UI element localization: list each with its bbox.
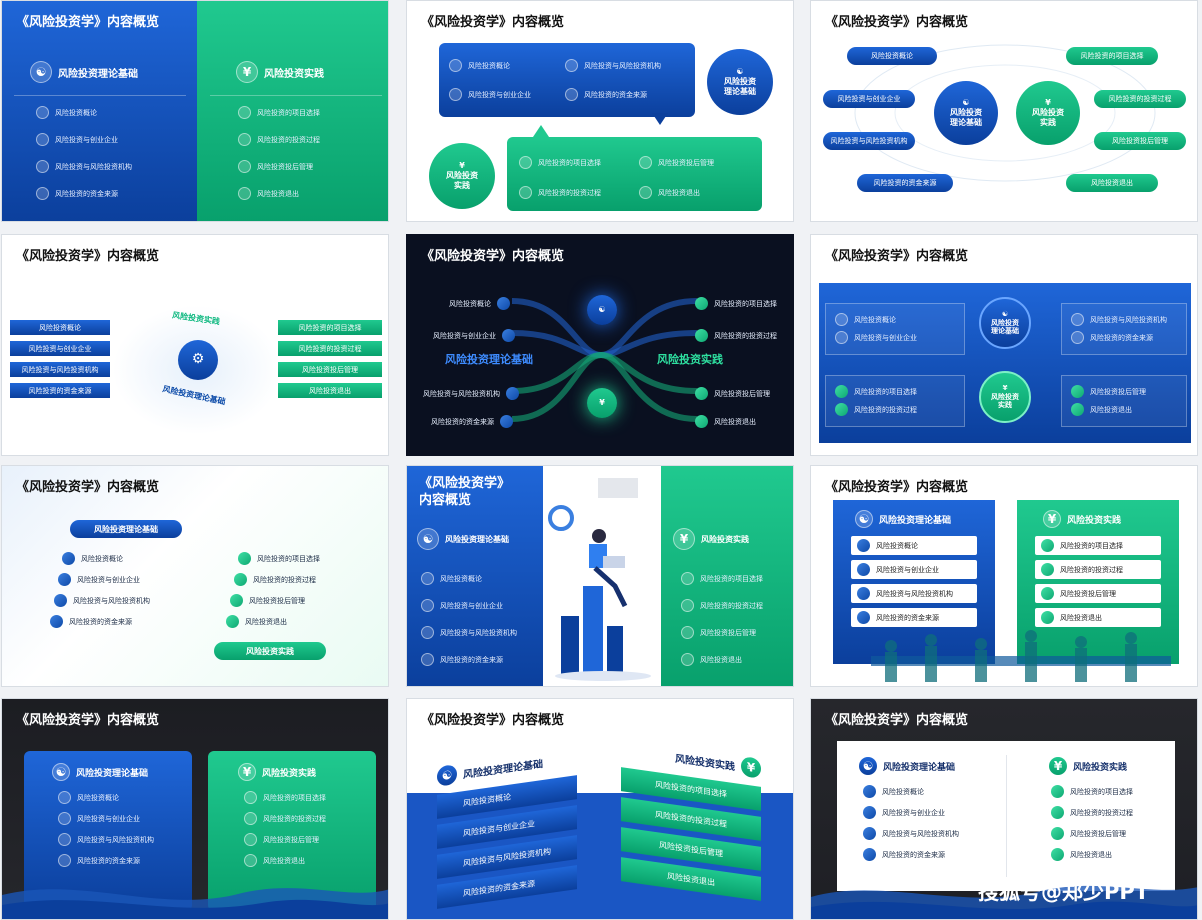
slide-4[interactable]: 《风险投资学》内容概览 ⚙ 风险投资实践 风险投资理论基础 风险投资概论 风险投…	[1, 234, 389, 456]
watermark: 搜狐号@郑少PPT	[978, 880, 1150, 904]
slide-title: 《风险投资学》内容概览	[16, 713, 160, 728]
bank-icon	[36, 160, 49, 173]
document-icon	[449, 59, 462, 72]
process-icon	[519, 186, 532, 199]
slide-5[interactable]: 《风险投资学》内容概览 ☯ ¥ 风险投资理论基础 风险投资实践 风险投资概论 风…	[406, 234, 794, 456]
money-icon: ¥	[236, 61, 258, 83]
document-icon	[36, 106, 49, 119]
list-item: 风险投资的资金来源	[36, 187, 118, 200]
list-item: 风险投资投后管理	[238, 160, 313, 173]
money-icon	[565, 88, 578, 101]
slide-3[interactable]: 《风险投资学》内容概览 ☯风险投资理论基础 ¥风险投资实践 风险投资概论 风险投…	[810, 0, 1198, 222]
list-item: 风险投资的项目选择	[238, 106, 320, 119]
slide-9[interactable]: 《风险投资学》内容概览 ☯风险投资理论基础 ¥风险投资实践 风险投资概论 风险投…	[810, 465, 1198, 687]
slide-title: 《风险投资学》内容概览	[16, 249, 160, 264]
slide-title: 《风险投资学》内容概览	[421, 15, 565, 30]
yin-yang-icon: ☯	[30, 61, 52, 83]
practice-circle: ¥风险投资实践	[429, 143, 495, 209]
manage-icon	[639, 156, 652, 169]
list-item: 风险投资退出	[238, 187, 299, 200]
slide-title: 《风险投资学》内容概览	[825, 15, 969, 30]
list-item: 风险投资与风险投资机构	[36, 160, 132, 173]
chart-icon	[36, 133, 49, 146]
slide-title: 《风险投资学》内容概览	[825, 480, 969, 495]
slide-title: 《风险投资学》内容概览	[16, 480, 160, 495]
exit-icon	[238, 187, 251, 200]
manage-icon	[238, 160, 251, 173]
practice-header: ¥风险投资实践	[236, 61, 324, 83]
list-item: 风险投资与创业企业	[36, 133, 118, 146]
slide-title: 《风险投资学》内容概览	[421, 249, 565, 264]
slide-8[interactable]: 《风险投资学》内容概览 ☯风险投资理论基础 风险投资概论 风险投资与创业企业 风…	[406, 465, 794, 687]
investor-illustration	[548, 478, 651, 681]
theory-header: ☯风险投资理论基础	[30, 61, 138, 83]
target-icon	[238, 106, 251, 119]
list-item: 风险投资概论	[36, 106, 97, 119]
list-item: 风险投资的投资过程	[238, 133, 320, 146]
meeting-silhouette	[871, 630, 1171, 682]
target-icon	[519, 156, 532, 169]
theory-circle: ☯风险投资理论基础	[707, 49, 773, 115]
process-icon	[238, 133, 251, 146]
slide-7[interactable]: 《风险投资学》内容概览 风险投资理论基础 风险投资实践 风险投资概论 风险投资与…	[1, 465, 389, 687]
slide-title: 《风险投资学》内容概览	[825, 713, 969, 728]
chart-icon	[449, 88, 462, 101]
slide-1[interactable]: 《风险投资学》内容概览 ☯风险投资理论基础 风险投资概论 风险投资与创业企业 风…	[1, 0, 389, 222]
slide-10[interactable]: 《风险投资学》内容概览 ☯风险投资理论基础 ¥风险投资实践 风险投资概论 风险投…	[1, 698, 389, 920]
slide-title: 《风险投资学》内容概览	[421, 713, 565, 728]
slide-6[interactable]: 《风险投资学》内容概览 风险投资概论 风险投资与创业企业 风险投资与风险投资机构…	[810, 234, 1198, 456]
bank-icon	[565, 59, 578, 72]
slide-title: 《风险投资学》内容概览	[419, 476, 511, 508]
slide-title: 《风险投资学》内容概览	[16, 15, 160, 30]
slide-title: 《风险投资学》内容概览	[825, 249, 969, 264]
slide-12[interactable]: 《风险投资学》内容概览 ☯风险投资理论基础 ¥风险投资实践 风险投资概论 风险投…	[810, 698, 1198, 920]
slide-11[interactable]: 《风险投资学》内容概览 ☯风险投资理论基础 风险投资概论 风险投资与创业企业 风…	[406, 698, 794, 920]
slide-2[interactable]: 《风险投资学》内容概览 风险投资概论 风险投资与创业企业 风险投资与风险投资机构…	[406, 0, 794, 222]
money-icon	[36, 187, 49, 200]
exit-icon	[639, 186, 652, 199]
